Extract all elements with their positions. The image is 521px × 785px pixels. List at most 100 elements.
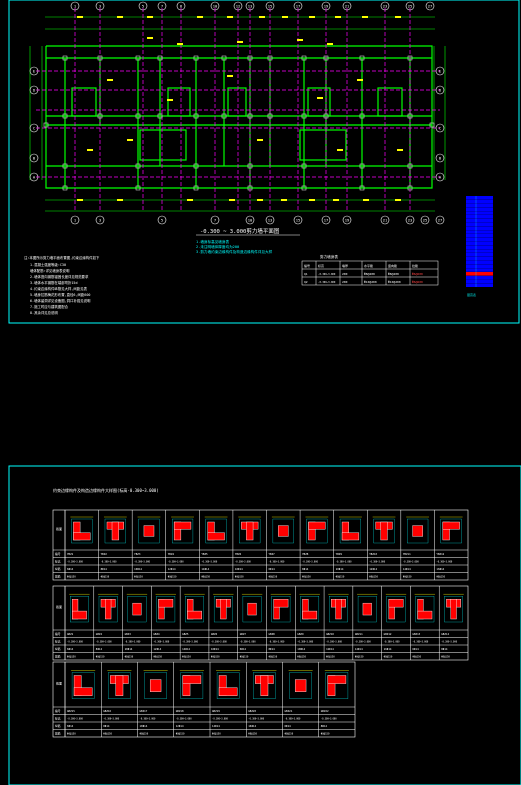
edge-column-marker bbox=[301, 185, 307, 191]
member-stirrup: Φ8@150 bbox=[153, 656, 162, 659]
row-label: 截面 bbox=[56, 604, 62, 609]
edge-column-marker bbox=[62, 113, 68, 119]
plan-subtitle-3: 3.剪力墙约束边缘构件及构造边缘构件详见大样 bbox=[196, 249, 273, 254]
member-rebar: 8Φ14 bbox=[269, 647, 276, 651]
member-id: YBZ7 bbox=[269, 552, 276, 556]
member-rebar: 14Φ14 bbox=[355, 647, 363, 651]
member-elevation: -0.300~3.000 bbox=[125, 641, 141, 644]
member-elevation: -0.300~3.000 bbox=[336, 561, 352, 564]
bottom-axis-bubble: 25 bbox=[420, 215, 430, 225]
member-elevation: -0.300~3.000 bbox=[153, 641, 169, 644]
member-rebar: 12Φ14 bbox=[176, 724, 184, 728]
edge-column-marker bbox=[62, 163, 68, 169]
member-id: GBZ9 bbox=[297, 632, 304, 636]
member-elevation: -0.300~3.000 bbox=[211, 641, 227, 644]
section-drawing bbox=[302, 610, 318, 620]
section-drawing bbox=[173, 521, 192, 530]
wall-table-cell: Φ8@200 bbox=[364, 272, 375, 276]
section-drawing bbox=[115, 675, 124, 696]
member-stirrup: Φ8@150 bbox=[269, 656, 278, 659]
member-id: YBZ10 bbox=[369, 552, 377, 556]
member-stirrup: Φ8@150 bbox=[321, 733, 330, 736]
dimension-tag bbox=[227, 75, 233, 77]
member-stirrup: Φ8@150 bbox=[96, 656, 105, 659]
member-stirrup: Φ8@150 bbox=[436, 576, 445, 579]
floor-legend-row bbox=[466, 260, 493, 265]
note-line: 1.混凝土强度等级:C30 bbox=[30, 262, 66, 267]
section-drawing bbox=[158, 599, 174, 608]
row-label: 标高 bbox=[55, 560, 61, 564]
note-line: 7.施工时应与建筑图配合 bbox=[30, 304, 69, 309]
note-line: 5.墙身拉筋梅花形布置,直径6,间距600 bbox=[30, 292, 90, 297]
floor-legend-row bbox=[466, 199, 493, 204]
floor-legend-row bbox=[466, 256, 493, 261]
row-label: 编号 bbox=[55, 632, 61, 636]
member-elevation: -0.300~3.000 bbox=[269, 641, 285, 644]
member-id: GBZ2 bbox=[96, 632, 103, 636]
member-rebar: 14Φ14 bbox=[403, 567, 411, 571]
axis-label: 17 bbox=[324, 218, 329, 223]
row-label: 纵筋 bbox=[55, 647, 61, 651]
member-id: GBZ22 bbox=[321, 709, 329, 713]
member-elevation: -0.300~3.000 bbox=[182, 641, 198, 644]
top-axis-bubble: 21 bbox=[342, 1, 352, 11]
row-label: 截面 bbox=[56, 681, 62, 686]
top-axis-bubble: 17 bbox=[293, 1, 303, 11]
member-stirrup: Φ8@150 bbox=[211, 656, 220, 659]
right-axis-bubble: B bbox=[435, 153, 445, 163]
member-rebar: 8Φ14 bbox=[441, 647, 448, 651]
member-id: GBZ6 bbox=[211, 632, 218, 636]
dimension-tag bbox=[395, 16, 401, 18]
floor-legend-row bbox=[466, 283, 493, 287]
member-id: YBZ6 bbox=[235, 552, 242, 556]
axis-label: 25 bbox=[408, 4, 413, 9]
member-id: GBZ1 bbox=[67, 632, 74, 636]
member-stirrup: Φ8@150 bbox=[67, 733, 76, 736]
top-axis-bubble: 13 bbox=[245, 1, 255, 11]
section-drawing bbox=[450, 599, 457, 620]
dimension-tag bbox=[257, 139, 263, 141]
member-id: GBZ10 bbox=[326, 632, 334, 636]
section-drawing bbox=[362, 602, 372, 616]
section-drawing bbox=[182, 675, 202, 684]
member-elevation: -0.300~3.000 bbox=[369, 561, 385, 564]
bottom-axis-bubble: 5 bbox=[157, 215, 167, 225]
member-stirrup: Φ8@150 bbox=[235, 576, 244, 579]
member-elevation: -0.300~3.000 bbox=[140, 718, 156, 721]
member-rebar: 16Φ14 bbox=[436, 567, 444, 571]
floor-legend-row bbox=[466, 241, 493, 246]
bottom-axis-bubble: 7 bbox=[210, 215, 220, 225]
floor-legend-row bbox=[466, 275, 493, 280]
bottom-axis-bubble: 27 bbox=[435, 215, 445, 225]
top-axis-bubble: 10 bbox=[210, 1, 220, 11]
edge-column-marker bbox=[62, 55, 68, 61]
section-drawing bbox=[278, 525, 289, 537]
floor-legend-row bbox=[466, 207, 493, 211]
section-drawing bbox=[294, 679, 307, 692]
plan-sheet-frame bbox=[8, 0, 520, 324]
axis-label: 19 bbox=[324, 4, 329, 9]
dimension-tag bbox=[147, 16, 153, 18]
member-id: GBZ13 bbox=[412, 632, 420, 636]
member-elevation: -0.300~3.000 bbox=[269, 561, 285, 564]
member-stirrup: Φ8@150 bbox=[134, 576, 143, 579]
member-id: YBZ5 bbox=[201, 552, 208, 556]
note-line: 4.约束边缘构件纵筋见大样,间距见表 bbox=[30, 286, 88, 291]
axis-label: 15 bbox=[268, 4, 273, 9]
detail-sheet-title: 约束边缘构件及构造边缘构件大样图(标高-0.300~3.000) bbox=[53, 487, 159, 493]
dimension-tag bbox=[327, 43, 333, 45]
member-rebar: 10Φ14 bbox=[140, 724, 148, 728]
row-label: 箍筋 bbox=[55, 575, 61, 579]
right-axis-bubble: D bbox=[435, 85, 445, 95]
edge-column-marker bbox=[323, 55, 329, 61]
section-drawing bbox=[105, 599, 112, 620]
dimension-tag bbox=[395, 199, 401, 201]
wall-table-cell: Φ10@200 bbox=[388, 280, 401, 284]
member-elevation: -0.300~3.000 bbox=[168, 561, 184, 564]
axis-label: 27 bbox=[438, 218, 443, 223]
member-rebar: 16Φ14 bbox=[384, 647, 392, 651]
edge-column-marker bbox=[135, 113, 141, 119]
floor-legend-row bbox=[466, 253, 493, 257]
axis-label: 19 bbox=[345, 218, 350, 223]
